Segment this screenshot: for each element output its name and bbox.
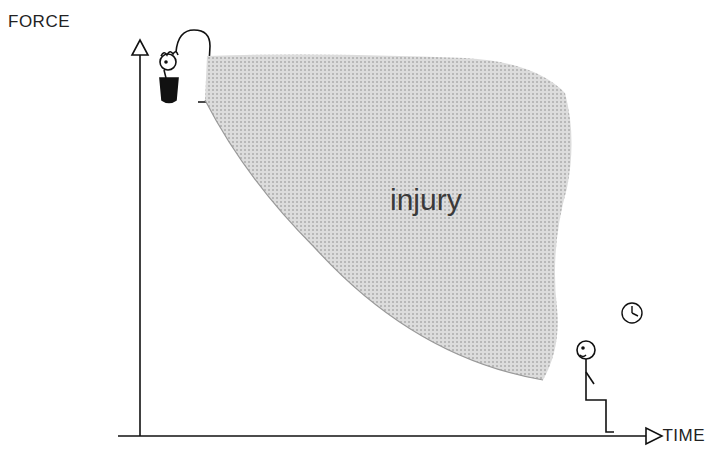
- eye: [582, 347, 584, 349]
- dryer-hood: [176, 30, 210, 102]
- injury-region: injury: [195, 48, 580, 388]
- neck: [164, 70, 166, 78]
- region-label: injury: [390, 183, 462, 217]
- body: [160, 78, 178, 103]
- axis-arrowhead: [132, 40, 148, 55]
- time-axis: [118, 435, 646, 437]
- arm: [586, 372, 594, 384]
- head: [577, 341, 595, 359]
- hair-dryer-figure: [160, 30, 210, 103]
- region-shape: [195, 48, 580, 388]
- axis-label: TIME: [662, 426, 705, 446]
- eye: [165, 61, 167, 63]
- clock-hands: [632, 306, 638, 316]
- axes: [118, 40, 662, 444]
- clock-icon: [622, 303, 642, 323]
- axis-label: FORCE: [8, 12, 70, 32]
- force-axis: [139, 55, 141, 436]
- hair: [161, 52, 178, 56]
- threshold-curve: [205, 100, 543, 380]
- body-and-legs: [586, 359, 614, 432]
- seated-figure: [577, 341, 614, 432]
- clock-face: [622, 303, 642, 323]
- dotted-area: [205, 54, 572, 380]
- axis-arrowhead: [646, 428, 662, 444]
- mouth: [580, 355, 586, 357]
- head: [160, 54, 176, 70]
